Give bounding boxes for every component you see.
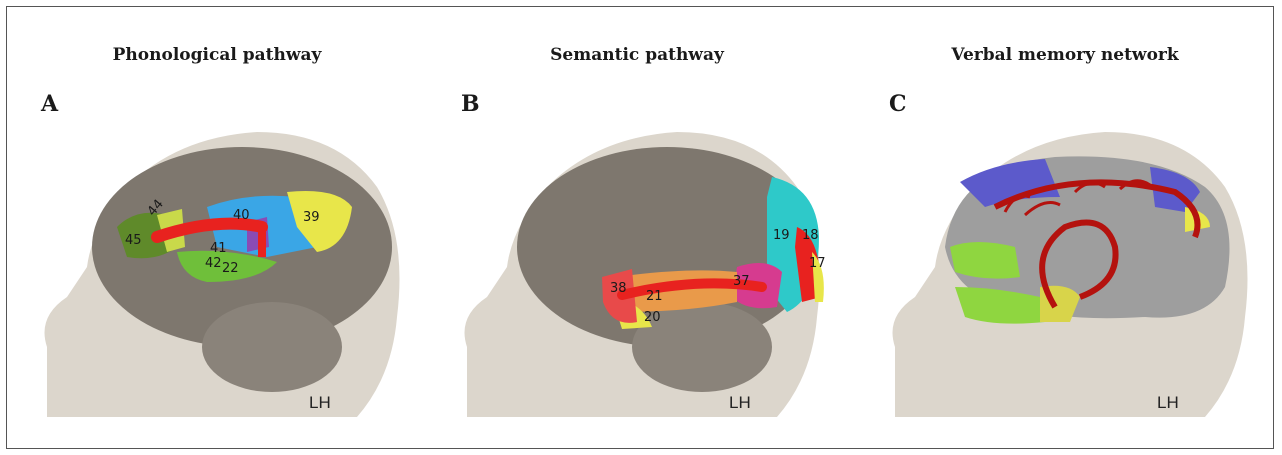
area-label-45: 45	[125, 233, 142, 248]
area-label-37: 37	[733, 274, 750, 289]
area-label-18: 18	[802, 228, 819, 243]
panel-c-title: Verbal memory network	[855, 45, 1275, 65]
panel-b-title: Semantic pathway	[427, 45, 847, 65]
area-label-39: 39	[303, 210, 320, 225]
area-label-19: 19	[773, 228, 790, 243]
panel-c: Verbal memory network C LH	[855, 7, 1275, 448]
area-label-42: 42	[205, 256, 222, 271]
area-label-21: 21	[646, 289, 663, 304]
figure-frame: Phonological pathway A 44 45 40 39 41 42…	[6, 6, 1274, 449]
panel-b: Semantic pathway B 19 18 17 38 21 20 37 …	[427, 7, 847, 448]
area-label-41: 41	[210, 241, 227, 256]
orbitofrontal-region	[950, 242, 1020, 279]
panel-a-title: Phonological pathway	[7, 45, 427, 65]
area-label-22: 22	[222, 261, 239, 276]
area-label-40: 40	[233, 208, 250, 223]
verbal-memory-brain-figure	[855, 97, 1275, 427]
area-label-38: 38	[610, 281, 627, 296]
panel-b-hemisphere-label: LH	[729, 393, 751, 413]
panel-c-hemisphere-label: LH	[1157, 393, 1179, 413]
area-label-20: 20	[644, 310, 661, 325]
semantic-brain-figure: 19 18 17 38 21 20 37	[427, 97, 847, 427]
area-label-17: 17	[809, 256, 826, 271]
phonological-brain-figure: 44 45 40 39 41 42 22	[7, 97, 427, 427]
cerebellum	[202, 302, 342, 392]
panel-a: Phonological pathway A 44 45 40 39 41 42…	[7, 7, 427, 448]
panel-a-hemisphere-label: LH	[309, 393, 331, 413]
